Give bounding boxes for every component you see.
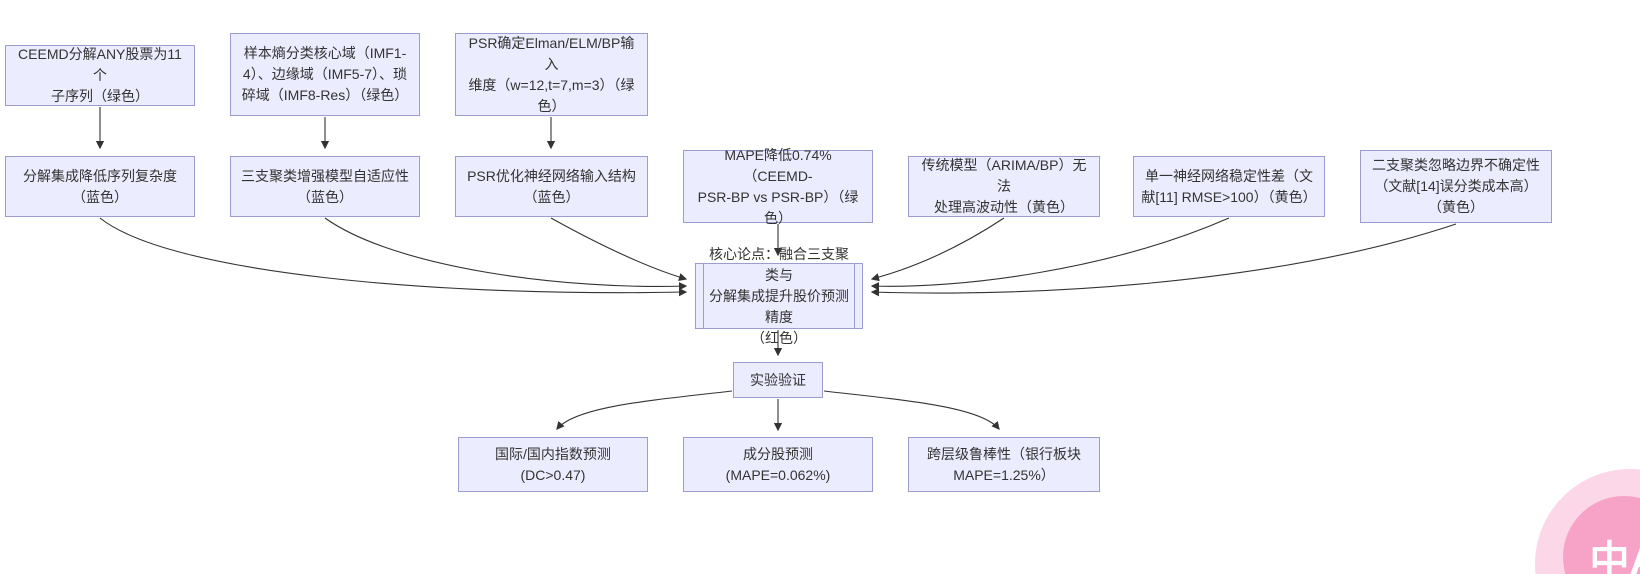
node-label: CEEMD分解ANY股票为11个 子序列（绿色） xyxy=(18,46,182,104)
node-sample-entropy-domains: 样本熵分类核心域（IMF1- 4）、边缘域（IMF5-7）、琐 碎域（IMF8-… xyxy=(230,33,420,116)
node-label: 三支聚类增强模型自适应性 （蓝色） xyxy=(241,167,409,205)
node-label: 传统模型（ARIMA/BP）无法 处理高波动性（黄色） xyxy=(921,157,1087,215)
node-label: 二支聚类忽略边界不确定性 （文献[14]误分类成本高） （黄色） xyxy=(1372,157,1540,215)
node-label: 核心论点：融合三支聚类与 分解集成提升股价预测精度 （红色） xyxy=(709,245,849,346)
node-label: PSR确定Elman/ELM/BP输入 维度（w=12,t=7,m=3）（绿 色… xyxy=(468,34,635,114)
node-index-prediction: 国际/国内指数预测 (DC>0.47) xyxy=(458,437,648,492)
node-three-way-clustering-adaptivity: 三支聚类增强模型自适应性 （蓝色） xyxy=(230,156,420,217)
node-label: 跨层级鲁棒性（银行板块 MAPE=1.25%） xyxy=(927,445,1081,483)
edge-tradition-to-core xyxy=(870,217,1005,282)
node-cross-level-robustness: 跨层级鲁棒性（银行板块 MAPE=1.25%） xyxy=(908,437,1100,492)
node-label: 单一神经网络稳定性差（文 献[11] RMSE>100）（黄色） xyxy=(1141,167,1317,205)
node-psr-optimizes-input-structure: PSR优化神经网络输入结构 （蓝色） xyxy=(455,156,648,217)
node-two-way-clustering-limitation: 二支聚类忽略边界不确定性 （文献[14]误分类成本高） （黄色） xyxy=(1360,150,1552,223)
node-single-nn-instability: 单一神经网络稳定性差（文 献[11] RMSE>100）（黄色） xyxy=(1133,156,1325,217)
edge-psropt-to-core xyxy=(550,217,688,282)
node-experimental-validation: 实验验证 xyxy=(733,362,823,398)
edge-threeway-to-core xyxy=(324,217,688,291)
node-mape-improvement: MAPE降低0.74%（CEEMD- PSR-BP vs PSR-BP）（绿 色… xyxy=(683,147,873,226)
node-component-stock-prediction: 成分股预测 (MAPE=0.062%) xyxy=(683,437,873,492)
node-label: 样本熵分类核心域（IMF1- 4）、边缘域（IMF5-7）、琐 碎域（IMF8-… xyxy=(241,45,409,103)
node-label: 实验验证 xyxy=(750,371,806,388)
translate-badge-label: 中A xyxy=(1589,539,1640,574)
node-psr-input-dimension: PSR确定Elman/ELM/BP输入 维度（w=12,t=7,m=3）（绿 色… xyxy=(455,33,648,116)
edge-singlenn-to-core xyxy=(870,217,1230,291)
node-label: PSR优化神经网络输入结构 （蓝色） xyxy=(467,167,636,205)
node-decomposition-reduces-complexity: 分解集成降低序列复杂度 （蓝色） xyxy=(5,156,195,217)
edge-decomp-to-core xyxy=(99,217,688,297)
node-core-thesis: 核心论点：融合三支聚类与 分解集成提升股价预测精度 （红色） xyxy=(695,246,863,346)
node-label: MAPE降低0.74%（CEEMD- PSR-BP vs PSR-BP）（绿 色… xyxy=(697,146,859,226)
node-traditional-model-limitation: 传统模型（ARIMA/BP）无法 处理高波动性（黄色） xyxy=(908,156,1100,217)
edge-exp-to-index xyxy=(556,390,733,430)
edge-twoway-to-core xyxy=(870,223,1457,297)
node-label: 国际/国内指数预测 (DC>0.47) xyxy=(495,445,611,483)
translate-badge-button[interactable]: 中A xyxy=(1563,496,1640,574)
edge-exp-to-robust xyxy=(823,390,1000,430)
node-label: 分解集成降低序列复杂度 （蓝色） xyxy=(23,167,177,205)
node-label: 成分股预测 (MAPE=0.062%) xyxy=(725,445,831,483)
node-ceemd-decomposition: CEEMD分解ANY股票为11个 子序列（绿色） xyxy=(5,45,195,106)
